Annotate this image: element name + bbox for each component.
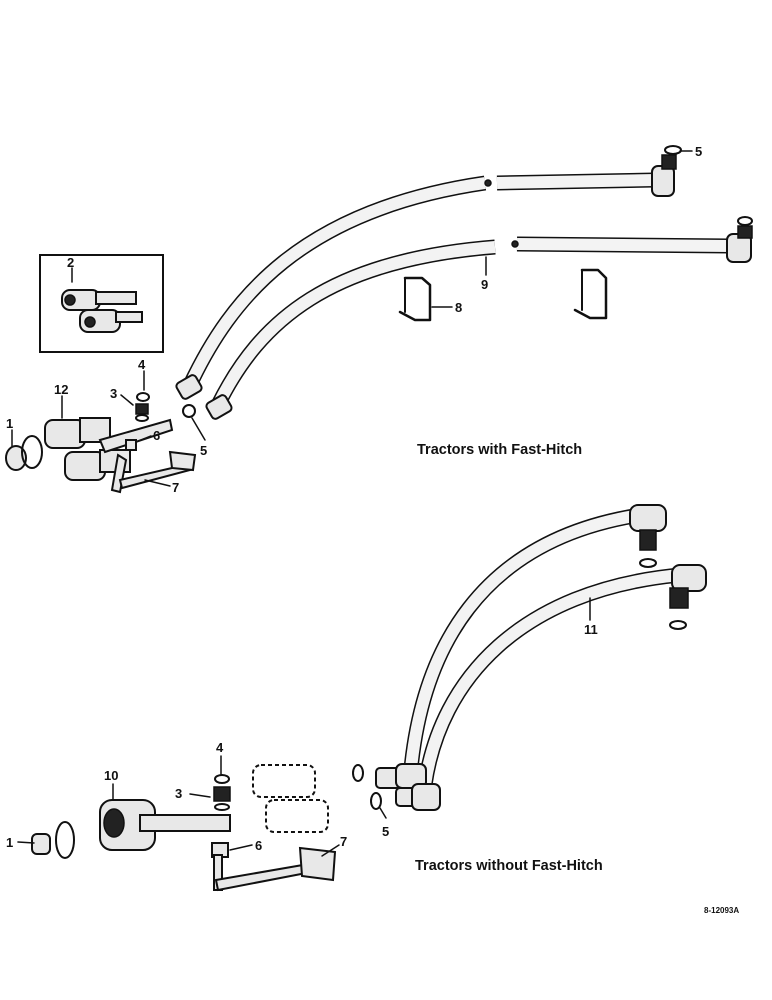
spring bbox=[135, 403, 149, 415]
callout-5: 5 bbox=[382, 824, 389, 839]
bushing bbox=[125, 439, 137, 451]
o-ring bbox=[664, 145, 682, 155]
callout-7: 7 bbox=[340, 834, 347, 849]
o-ring bbox=[737, 216, 753, 226]
alternate-coupler-phantom bbox=[252, 764, 329, 833]
callout-1: 1 bbox=[6, 416, 13, 431]
callout-11: 11 bbox=[584, 622, 598, 637]
callout-leaders bbox=[11, 150, 693, 487]
valve-inset-box bbox=[39, 254, 164, 353]
callout-2: 2 bbox=[67, 255, 74, 270]
elbow-fitting-upper-right bbox=[651, 154, 677, 197]
callout-9: 9 bbox=[481, 277, 488, 292]
callout-6: 6 bbox=[153, 428, 160, 443]
callout-3: 3 bbox=[175, 786, 182, 801]
o-ring bbox=[370, 792, 382, 810]
coupler-valve-pair bbox=[61, 289, 143, 333]
control-lever bbox=[213, 846, 337, 892]
hose-end-fitting-left bbox=[375, 763, 441, 811]
coupler-body bbox=[99, 799, 231, 851]
callout-8: 8 bbox=[455, 300, 462, 315]
washer bbox=[214, 803, 230, 811]
callout-10: 10 bbox=[104, 768, 118, 783]
hose-inner bbox=[417, 567, 681, 787]
callout-7: 7 bbox=[172, 480, 179, 495]
hose-outer bbox=[402, 507, 642, 781]
washer bbox=[136, 392, 150, 402]
hose-upper bbox=[183, 172, 656, 389]
fast-hitch-assembly: 5 9 8 2 4 3 12 1 6 7 5 Tractors with Fas… bbox=[5, 144, 753, 495]
drawing-number: 8-12093A bbox=[704, 906, 739, 915]
hose-end-fitting-left bbox=[175, 374, 233, 420]
elbow-fitting-lower-right bbox=[669, 564, 707, 609]
coupler-assembly bbox=[44, 417, 174, 481]
o-ring bbox=[352, 764, 364, 782]
hose-lower bbox=[211, 236, 731, 409]
control-lever bbox=[110, 450, 197, 494]
callout-3: 3 bbox=[110, 386, 117, 401]
callout-4: 4 bbox=[138, 357, 146, 372]
non-fast-hitch-assembly: 11 10 4 3 1 6 7 5 Tractors without Fast-… bbox=[6, 504, 707, 892]
elbow-fitting-lower-right bbox=[726, 225, 753, 263]
callout-1: 1 bbox=[6, 835, 13, 850]
washer bbox=[214, 774, 230, 784]
callout-12: 12 bbox=[54, 382, 68, 397]
elbow-fitting-upper-right bbox=[629, 504, 667, 551]
hose-bracket bbox=[398, 268, 608, 322]
spring bbox=[213, 786, 231, 802]
caption-with-fast-hitch: Tractors with Fast-Hitch bbox=[417, 442, 582, 458]
gasket-ring bbox=[55, 821, 75, 859]
o-ring bbox=[669, 620, 687, 630]
callout-6: 6 bbox=[255, 838, 262, 853]
callout-4: 4 bbox=[216, 740, 224, 755]
washer bbox=[135, 414, 149, 422]
callout-5: 5 bbox=[200, 443, 207, 458]
caption-without-fast-hitch: Tractors without Fast-Hitch bbox=[415, 858, 603, 874]
callout-5: 5 bbox=[695, 144, 702, 159]
dust-cap bbox=[31, 833, 51, 855]
o-ring bbox=[182, 404, 196, 418]
gasket-ring bbox=[21, 435, 43, 469]
callout-leaders bbox=[17, 597, 591, 857]
o-ring bbox=[639, 558, 657, 568]
